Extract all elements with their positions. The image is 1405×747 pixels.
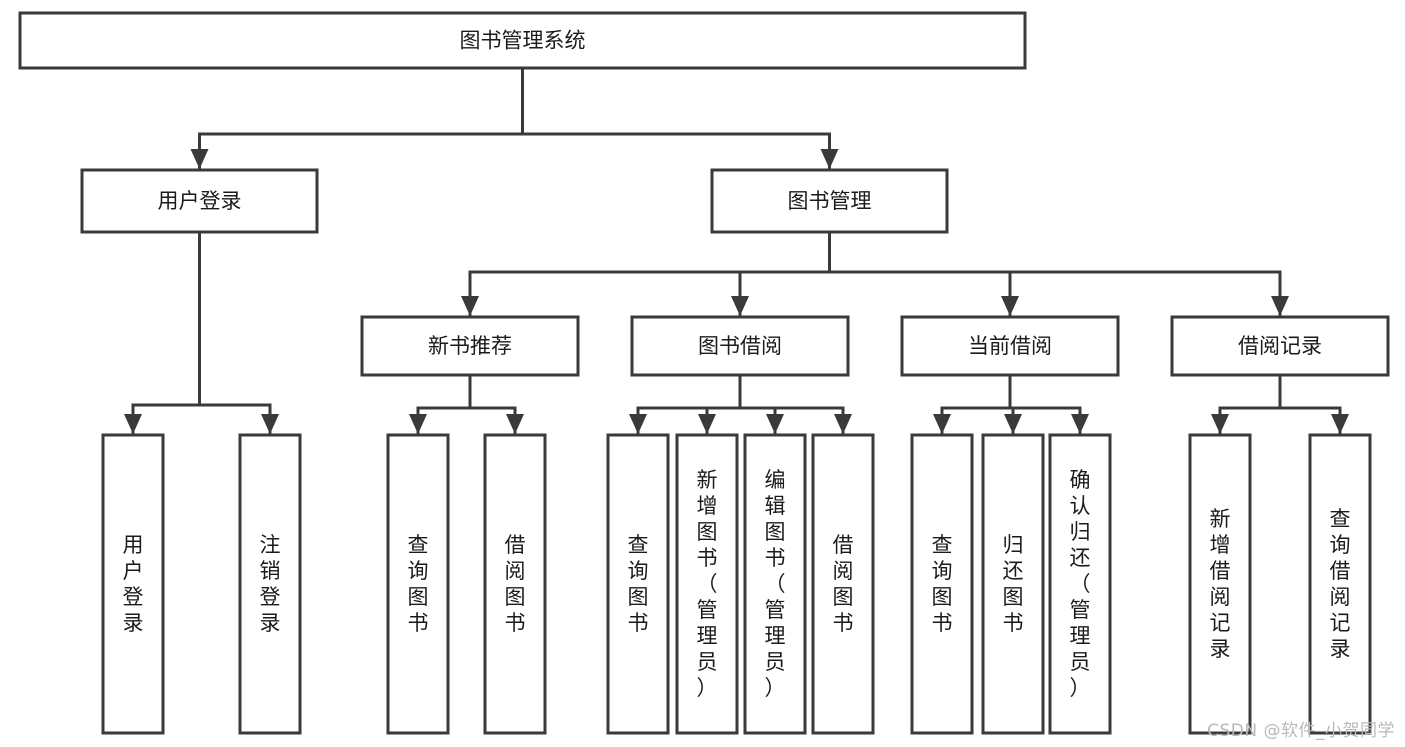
node-leaf-4-label: 查询图书 <box>628 533 649 635</box>
arrow-head-icon-4-0 <box>1211 414 1229 434</box>
node-leaf-0[interactable]: 用户登录 <box>101 433 165 735</box>
node-level2-0-label: 用户登录 <box>158 189 242 213</box>
arrow-head-icon-3-2 <box>1071 414 1089 434</box>
arrow-head-icon-mgmt-1 <box>731 296 749 316</box>
node-leaf-8-rect[interactable] <box>910 433 974 735</box>
arrow-head-icon-mgmt-2 <box>1001 296 1019 316</box>
arrow-head-icon-2-2 <box>766 414 784 434</box>
node-leaf-12[interactable]: 查询借阅记录 <box>1308 433 1372 735</box>
node-leaf-6-label: 编辑图书（管理员） <box>765 468 786 700</box>
node-leaf-10[interactable]: 确认归还（管理员） <box>1048 433 1112 735</box>
node-level3-2-rect[interactable] <box>900 315 1120 377</box>
node-level3-3-rect[interactable] <box>1170 315 1390 377</box>
node-level3-0-rect[interactable] <box>360 315 580 377</box>
node-leaf-2-label: 查询图书 <box>408 533 429 635</box>
arrow-head-icon-1-0 <box>409 414 427 434</box>
node-level2-1[interactable]: 图书管理 <box>710 168 949 234</box>
node-leaf-6-rect[interactable] <box>743 433 807 735</box>
node-level3-0[interactable]: 新书推荐 <box>360 315 580 377</box>
node-root[interactable]: 图书管理系统 <box>18 11 1027 70</box>
node-leaf-2[interactable]: 查询图书 <box>386 433 450 735</box>
arrow-head-icon-4-1 <box>1331 414 1349 434</box>
arrow-head-icon-root-1 <box>820 149 839 169</box>
node-level2-0-rect[interactable] <box>80 168 319 234</box>
arrow-head-icon-2-1 <box>698 414 716 434</box>
node-leaf-10-label: 确认归还（管理员） <box>1070 468 1091 700</box>
node-leaf-4[interactable]: 查询图书 <box>606 433 670 735</box>
node-leaf-7-label: 借阅图书 <box>833 533 854 635</box>
node-leaf-1-rect[interactable] <box>238 433 302 735</box>
node-leaf-1[interactable]: 注销登录 <box>238 433 302 735</box>
node-leaf-4-rect[interactable] <box>606 433 670 735</box>
node-leaf-7-rect[interactable] <box>811 433 875 735</box>
node-leaf-1-label: 注销登录 <box>260 533 281 635</box>
node-leaf-10-rect[interactable] <box>1048 433 1112 735</box>
arrow-head-icon-root-0 <box>190 149 209 169</box>
node-leaf-3-rect[interactable] <box>483 433 547 735</box>
node-level3-3[interactable]: 借阅记录 <box>1170 315 1390 377</box>
arrow-head-icon-0-1 <box>261 414 279 434</box>
node-leaf-0-label: 用户登录 <box>123 533 144 635</box>
node-leaf-5[interactable]: 新增图书（管理员） <box>675 433 739 735</box>
node-leaf-0-rect[interactable] <box>101 433 165 735</box>
arrow-head-icon-3-0 <box>933 414 951 434</box>
arrow-head-icon-0-0 <box>124 414 142 434</box>
node-leaf-9-rect[interactable] <box>981 433 1045 735</box>
node-leaf-6[interactable]: 编辑图书（管理员） <box>743 433 807 735</box>
node-leaf-3[interactable]: 借阅图书 <box>483 433 547 735</box>
node-leaf-5-label: 新增图书（管理员） <box>697 468 718 700</box>
node-level3-2-label: 当前借阅 <box>968 334 1052 358</box>
node-leaf-2-rect[interactable] <box>386 433 450 735</box>
arrow-head-icon-1-1 <box>506 414 524 434</box>
node-leaf-12-rect[interactable] <box>1308 433 1372 735</box>
arrow-head-icon-mgmt-0 <box>461 296 479 316</box>
node-leaf-11-label: 新增借阅记录 <box>1210 507 1231 661</box>
node-leaf-9-label: 归还图书 <box>1003 533 1024 635</box>
node-leaf-11[interactable]: 新增借阅记录 <box>1188 433 1252 735</box>
node-level2-1-rect[interactable] <box>710 168 949 234</box>
arrow-head-icon-2-0 <box>629 414 647 434</box>
arrow-head-icon-2-3 <box>834 414 852 434</box>
node-leaf-8-label: 查询图书 <box>932 533 953 635</box>
node-level2-1-label: 图书管理 <box>788 189 872 213</box>
node-leaf-7[interactable]: 借阅图书 <box>811 433 875 735</box>
node-level3-1-rect[interactable] <box>630 315 850 377</box>
node-leaf-12-label: 查询借阅记录 <box>1330 507 1351 661</box>
node-root-label: 图书管理系统 <box>460 29 586 53</box>
node-leaf-9[interactable]: 归还图书 <box>981 433 1045 735</box>
arrow-head-icon-3-1 <box>1004 414 1022 434</box>
node-level3-1-label: 图书借阅 <box>698 334 782 358</box>
node-level3-0-label: 新书推荐 <box>428 334 512 358</box>
node-level3-3-label: 借阅记录 <box>1238 334 1322 358</box>
node-level3-1[interactable]: 图书借阅 <box>630 315 850 377</box>
node-level2-0[interactable]: 用户登录 <box>80 168 319 234</box>
node-leaf-11-rect[interactable] <box>1188 433 1252 735</box>
connectors-layer <box>124 66 1349 435</box>
arrow-head-icon-mgmt-3 <box>1271 296 1289 316</box>
node-leaf-8[interactable]: 查询图书 <box>910 433 974 735</box>
node-level3-2[interactable]: 当前借阅 <box>900 315 1120 377</box>
nodes-layer: 图书管理系统用户登录图书管理新书推荐图书借阅当前借阅借阅记录用户登录注销登录查询… <box>18 11 1390 735</box>
node-root-rect[interactable] <box>18 11 1027 70</box>
node-leaf-3-label: 借阅图书 <box>505 533 526 635</box>
node-leaf-5-rect[interactable] <box>675 433 739 735</box>
